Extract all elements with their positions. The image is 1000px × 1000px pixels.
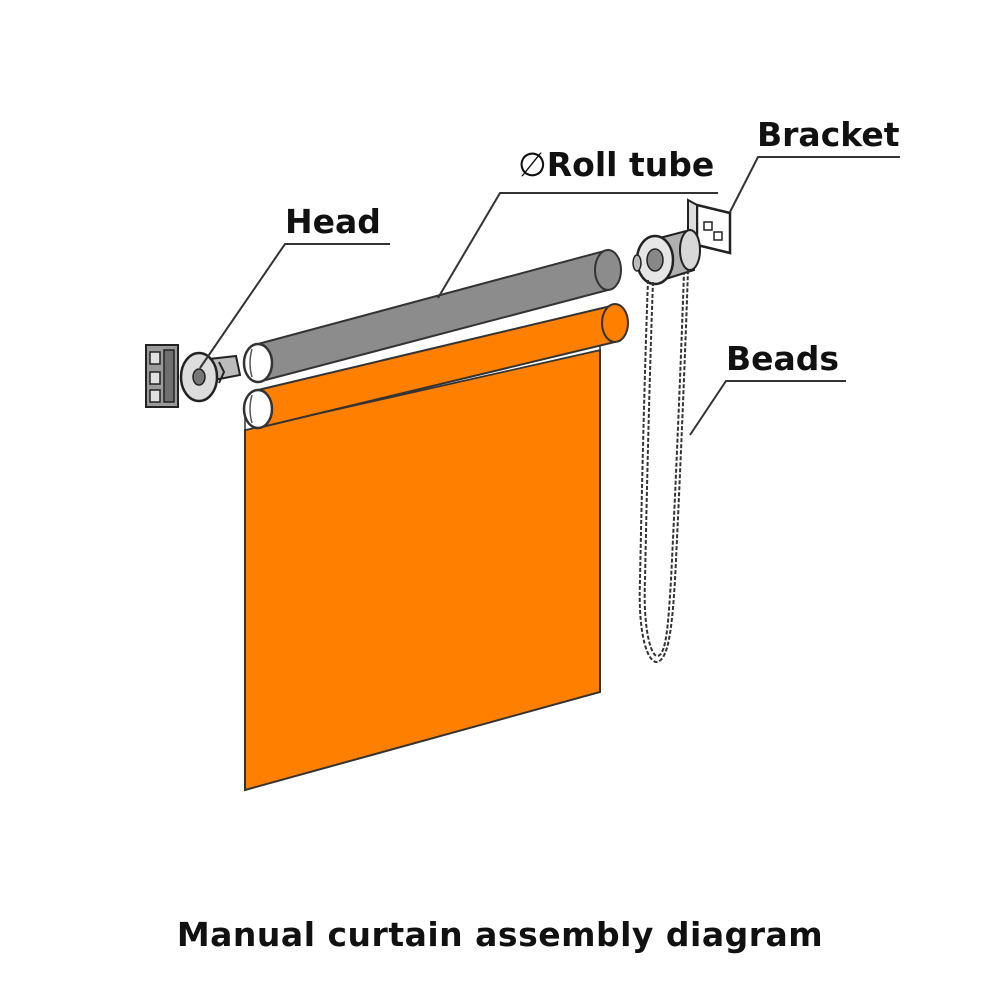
beads-callout-line: [689, 380, 846, 436]
roll-tube-label: ∅Roll tube: [518, 145, 714, 184]
roll-tube-end: [242, 342, 274, 384]
head-callout-line: [199, 243, 390, 369]
roll-tube-text: Roll tube: [547, 145, 714, 184]
head-label: Head: [285, 202, 381, 241]
beads-label: Beads: [726, 339, 839, 378]
roll-tube: [242, 248, 622, 384]
fabric-roll: [242, 303, 629, 430]
roll-tube-callout-line: [437, 192, 718, 299]
bracket-callout-line: [729, 156, 900, 213]
diagram-caption: Manual curtain assembly diagram: [176, 915, 824, 954]
callout-lines: [199, 156, 900, 436]
head-component: [145, 344, 242, 408]
bracket-label: Bracket: [757, 115, 900, 154]
fabric-roll-end: [242, 388, 274, 430]
diameter-symbol: ∅: [518, 145, 547, 184]
chain-wheel: [632, 228, 701, 286]
bead-chain: [638, 269, 689, 664]
